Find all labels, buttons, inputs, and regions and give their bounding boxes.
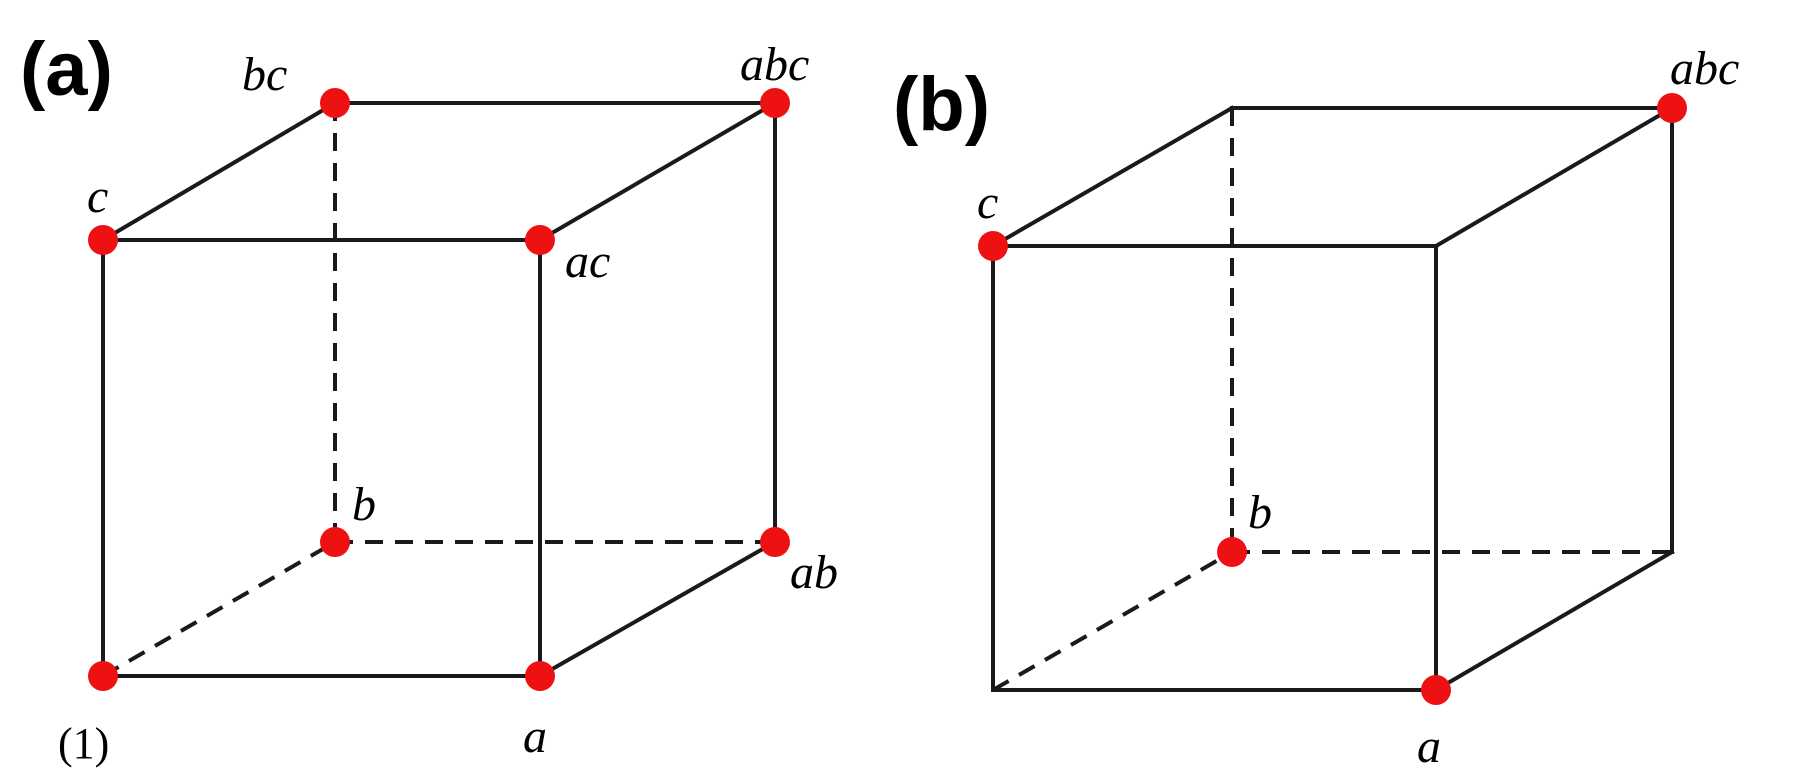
edge-c-bc xyxy=(990,105,1235,249)
vertex-dot-ab xyxy=(760,527,790,557)
vertex-label-ac: ac xyxy=(565,235,610,288)
panel-b-vertex-dots xyxy=(978,93,1687,705)
panel-b-vertex-labels: a b c abc xyxy=(977,42,1739,773)
edge-ac-abc xyxy=(537,100,778,243)
vertex-dot-b xyxy=(1217,537,1247,567)
vertex-label-abc: abc xyxy=(1670,42,1739,95)
vertex-dot-b xyxy=(320,527,350,557)
vertex-label-b: b xyxy=(1248,486,1272,539)
vertex-dot-ac xyxy=(525,225,555,255)
edge-a-ab xyxy=(537,539,778,679)
edge-a-ab xyxy=(1433,549,1675,693)
vertex-dot-1 xyxy=(88,661,118,691)
panel-a: (a) xyxy=(20,27,838,768)
panel-a-label: (a) xyxy=(20,27,113,112)
vertex-dot-abc xyxy=(760,88,790,118)
panel-b: (b) a b c xyxy=(893,42,1739,773)
panel-b-label: (b) xyxy=(893,62,990,147)
edge-1-b-hidden xyxy=(101,540,337,678)
panel-a-vertex-labels: (1) a b ab c ac bc abc xyxy=(58,38,838,768)
panel-a-cube xyxy=(100,100,778,679)
vertex-label-a: a xyxy=(523,710,547,763)
vertex-label-b: b xyxy=(352,478,376,531)
vertex-dot-c xyxy=(978,231,1008,261)
vertex-label-ab: ab xyxy=(790,546,838,599)
panel-b-cube xyxy=(990,105,1675,693)
vertex-label-bc: bc xyxy=(242,48,287,101)
vertex-dot-a xyxy=(1421,675,1451,705)
vertex-dot-abc xyxy=(1657,93,1687,123)
vertex-dot-bc xyxy=(320,88,350,118)
vertex-label-abc: abc xyxy=(740,38,809,91)
edge-1-b-hidden xyxy=(991,550,1234,692)
edge-ac-abc xyxy=(1433,105,1675,249)
vertex-dot-c xyxy=(88,225,118,255)
vertex-label-a: a xyxy=(1417,720,1441,773)
vertex-dot-a xyxy=(525,661,555,691)
vertex-label-c: c xyxy=(977,176,998,229)
edge-c-bc xyxy=(100,100,338,243)
panel-a-vertex-dots xyxy=(88,88,790,691)
vertex-label-c: c xyxy=(87,170,108,223)
vertex-label-1: (1) xyxy=(58,719,109,768)
